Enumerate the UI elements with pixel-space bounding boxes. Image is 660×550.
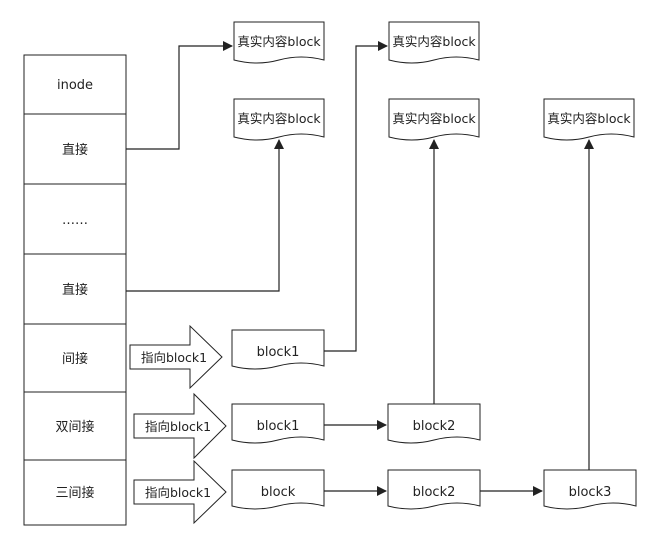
data-block-2: 真实内容block (388, 21, 480, 64)
triple-indirect-block: block (231, 469, 325, 510)
indirect-block1: block1 (231, 329, 325, 370)
pointer-arrow-label: 指向block1 (141, 350, 207, 365)
cell-direct-1: 直接 (62, 142, 88, 158)
inode-table-border (23, 54, 127, 526)
pointer-arrow-label: 指向block1 (145, 419, 211, 434)
cell-double-indirect: 双间接 (55, 419, 94, 435)
pointer-arrow-triple: 指向block1 (133, 459, 227, 525)
data-block-label: 真实内容block (237, 34, 321, 49)
data-block-3: 真实内容block (233, 98, 325, 141)
data-blocks: 真实内容block 真实内容block 真实内容block 真实内容block … (233, 21, 635, 141)
connector-direct2-to-data (126, 139, 284, 292)
indirect-block-label: block1 (257, 345, 300, 360)
cell-indirect: 间接 (62, 351, 88, 367)
indirect-block-label: block3 (569, 485, 612, 500)
cell-inode: inode (57, 78, 93, 93)
inode-table: inode 直接 …… 直接 间接 双间接 三间接 (23, 54, 127, 526)
data-block-1: 真实内容block (233, 21, 325, 64)
data-block-label: 真实内容block (392, 111, 476, 126)
cell-triple-indirect: 三间接 (55, 485, 94, 501)
indirect-block-label: block1 (257, 419, 300, 434)
double-indirect-block2: block2 (387, 403, 481, 444)
cell-direct-2: 直接 (62, 282, 88, 298)
connector-block1-to-data (324, 41, 388, 352)
pointer-arrow-indirect: 指向block1 (129, 324, 223, 390)
data-block-label: 真实内容block (547, 111, 631, 126)
data-block-4: 真实内容block (388, 98, 480, 141)
connectors (126, 41, 594, 496)
pointer-arrow-label: 指向block1 (145, 485, 211, 500)
triple-indirect-block3: block3 (543, 469, 637, 510)
cell-ellipsis: …… (62, 213, 88, 228)
data-block-label: 真实内容block (237, 111, 321, 126)
double-indirect-block1: block1 (231, 403, 325, 444)
indirect-blocks: block1 block1 block2 block block2 block3 (231, 329, 637, 510)
indirect-block-label: block (261, 485, 296, 500)
indirect-block-label: block2 (413, 485, 456, 500)
connector-direct1-to-data (126, 41, 233, 150)
pointer-arrow-double: 指向block1 (133, 392, 227, 460)
triple-indirect-block2: block2 (387, 469, 481, 510)
indirect-block-label: block2 (413, 419, 456, 434)
data-block-label: 真实内容block (392, 34, 476, 49)
pointer-arrows: 指向block1 指向block1 指向block1 (129, 324, 227, 525)
data-block-5: 真实内容block (543, 98, 635, 141)
